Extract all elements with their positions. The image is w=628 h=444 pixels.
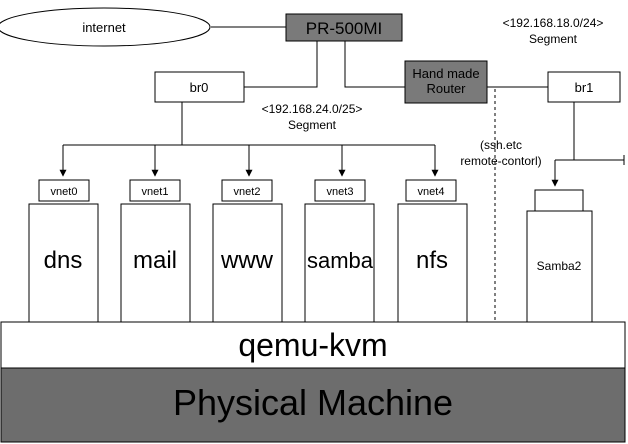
samba2-node: Samba2 [526, 189, 593, 323]
vnet3-box: vnet3 [314, 179, 366, 202]
vnet4-box: vnet4 [405, 179, 457, 202]
br1-label: br1 [575, 80, 594, 95]
router-label-line1: Hand made [412, 66, 479, 81]
remote-note-line1: (ssh.etc [480, 138, 522, 152]
qemu-kvm-layer: qemu-kvm [0, 321, 626, 369]
vm-mail-label: mail [133, 247, 177, 274]
vm-mail: mail [120, 203, 191, 323]
physical-machine-label: Physical Machine [173, 382, 453, 423]
vnet2-box: vnet2 [221, 179, 273, 202]
segment-18-label: <192.168.18.0/24> Segment [503, 16, 604, 46]
vm-nfs: nfs [397, 203, 468, 323]
vm-samba: samba [304, 203, 375, 323]
vnet3-label: vnet3 [327, 186, 354, 198]
internet-node: internet [0, 7, 211, 47]
vm-samba-label: samba [307, 248, 374, 273]
internet-label: internet [82, 20, 126, 35]
router-label-line2: Router [426, 81, 466, 96]
vm-www-label: www [220, 247, 274, 274]
vnet0-box: vnet0 [38, 179, 90, 202]
br0-label: br0 [190, 80, 209, 95]
qemu-kvm-label: qemu-kvm [238, 327, 387, 363]
vm-www: www [212, 203, 283, 323]
remote-note-line2: remote-contorl) [460, 154, 541, 168]
vnet4-label: vnet4 [418, 186, 445, 198]
router-node: Hand made Router [404, 60, 488, 104]
vm-dns-label: dns [44, 247, 83, 274]
remote-control-note: (ssh.etc remote-contorl) [460, 138, 541, 168]
segment-24-line2: Segment [288, 118, 337, 132]
vnet1-box: vnet1 [129, 179, 181, 202]
physical-machine-layer: Physical Machine [0, 367, 626, 443]
pr500-node: PR-500MI [285, 13, 403, 42]
vnet2-label: vnet2 [234, 186, 261, 198]
segment-24-label: <192.168.24.0/25> Segment [262, 102, 363, 132]
vnet1-label: vnet1 [142, 186, 169, 198]
vm-dns: dns [28, 203, 99, 323]
vnet0-label: vnet0 [51, 186, 78, 198]
segment-18-line2: Segment [529, 32, 578, 46]
segment-18-line1: <192.168.18.0/24> [503, 16, 604, 30]
samba2-label: Samba2 [537, 259, 582, 273]
br0-node: br0 [154, 71, 245, 103]
connectors [59, 26, 625, 364]
segment-24-line1: <192.168.24.0/25> [262, 102, 363, 116]
br1-node: br1 [547, 71, 621, 103]
vm-nfs-label: nfs [416, 247, 448, 274]
pr500-label: PR-500MI [306, 19, 383, 38]
